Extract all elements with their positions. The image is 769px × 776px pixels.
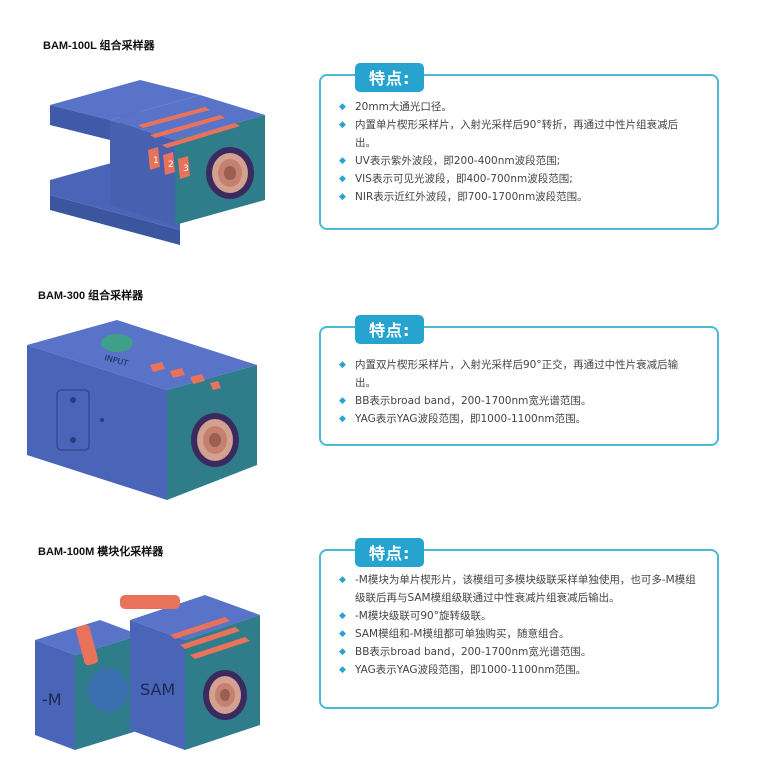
feature-item: ◆20mm大通光口径。 (339, 98, 699, 116)
diamond-bullet-icon: ◆ (339, 611, 346, 621)
feature-item: ◆UV表示紫外波段，即200-400nm波段范围; (339, 152, 699, 170)
features-badge: 特点: (355, 538, 425, 567)
diamond-bullet-icon: ◆ (339, 575, 346, 585)
feature-item: ◆内置双片楔形采样片，入射光采样后90°正交，再通过中性片衰减后输出。 (339, 356, 699, 392)
feature-item: ◆BB表示broad band，200-1700nm宽光谱范围。 (339, 392, 699, 410)
product-section-bam-300: BAM-300 组合采样器 INPUT 特点: ◆内置双片楔形采样片，入射 (0, 260, 769, 510)
features-list: ◆内置双片楔形采样片，入射光采样后90°正交，再通过中性片衰减后输出。 ◆BB表… (339, 356, 699, 428)
feature-item: ◆VIS表示可见光波段，即400-700nm波段范围; (339, 170, 699, 188)
product-title: BAM-300 组合采样器 (38, 290, 144, 302)
diamond-bullet-icon: ◆ (339, 414, 346, 424)
module-label: -M (42, 690, 62, 709)
features-box: 特点: ◆内置双片楔形采样片，入射光采样后90°正交，再通过中性片衰减后输出。 … (319, 315, 719, 446)
diamond-bullet-icon: ◆ (339, 396, 346, 406)
product-title: BAM-100L 组合采样器 (43, 40, 155, 52)
slot-label: 1 (153, 156, 159, 166)
feature-item: ◆内置单片楔形采样片，入射光采样后90°转折，再通过中性片组衰减后出。 (339, 116, 699, 152)
features-badge: 特点: (355, 315, 425, 344)
diamond-bullet-icon: ◆ (339, 360, 346, 370)
diamond-bullet-icon: ◆ (339, 629, 346, 639)
diamond-bullet-icon: ◆ (339, 102, 346, 112)
features-list: ◆-M模块为单片楔形片，该模组可多模块级联采样单独使用，也可多-M模组级联后再与… (339, 571, 699, 679)
slot-label: 3 (183, 164, 189, 174)
slot-label: 2 (168, 160, 174, 170)
bam-100l-illustration: 1 2 3 (50, 80, 265, 245)
diamond-bullet-icon: ◆ (339, 665, 346, 675)
feature-item: ◆NIR表示近红外波段，即700-1700nm波段范围。 (339, 188, 699, 206)
feature-item: ◆-M模块为单片楔形片，该模组可多模块级联采样单独使用，也可多-M模组级联后再与… (339, 571, 699, 607)
diamond-bullet-icon: ◆ (339, 647, 346, 657)
feature-item: ◆-M模块级联可90°旋转级联。 (339, 607, 699, 625)
features-badge: 特点: (355, 63, 425, 92)
module-label: SAM (140, 680, 175, 699)
features-box: 特点: ◆-M模块为单片楔形片，该模组可多模块级联采样单独使用，也可多-M模组级… (319, 538, 719, 709)
diamond-bullet-icon: ◆ (339, 120, 346, 130)
diamond-bullet-icon: ◆ (339, 156, 346, 166)
feature-item: ◆YAG表示YAG波段范围，即1000-1100nm范围。 (339, 661, 699, 679)
product-section-bam-100m: BAM-100M 模块化采样器 -M SAM 特点: ◆-M模块为单片楔形片，该 (0, 510, 769, 776)
features-list: ◆20mm大通光口径。 ◆内置单片楔形采样片，入射光采样后90°转折，再通过中性… (339, 98, 699, 206)
diamond-bullet-icon: ◆ (339, 174, 346, 184)
bam-300-illustration: INPUT (27, 320, 257, 500)
feature-item: ◆YAG表示YAG波段范围，即1000-1100nm范围。 (339, 410, 699, 428)
product-section-bam-100l: BAM-100L 组合采样器 1 2 3 (0, 0, 769, 260)
product-title: BAM-100M 模块化采样器 (38, 546, 164, 558)
feature-item: ◆SAM模组和-M模组都可单独购买，随意组合。 (339, 625, 699, 643)
diamond-bullet-icon: ◆ (339, 192, 346, 202)
bam-100m-illustration: -M SAM (35, 595, 260, 750)
features-box: 特点: ◆20mm大通光口径。 ◆内置单片楔形采样片，入射光采样后90°转折，再… (319, 63, 719, 230)
feature-item: ◆BB表示broad band，200-1700nm宽光谱范围。 (339, 643, 699, 661)
